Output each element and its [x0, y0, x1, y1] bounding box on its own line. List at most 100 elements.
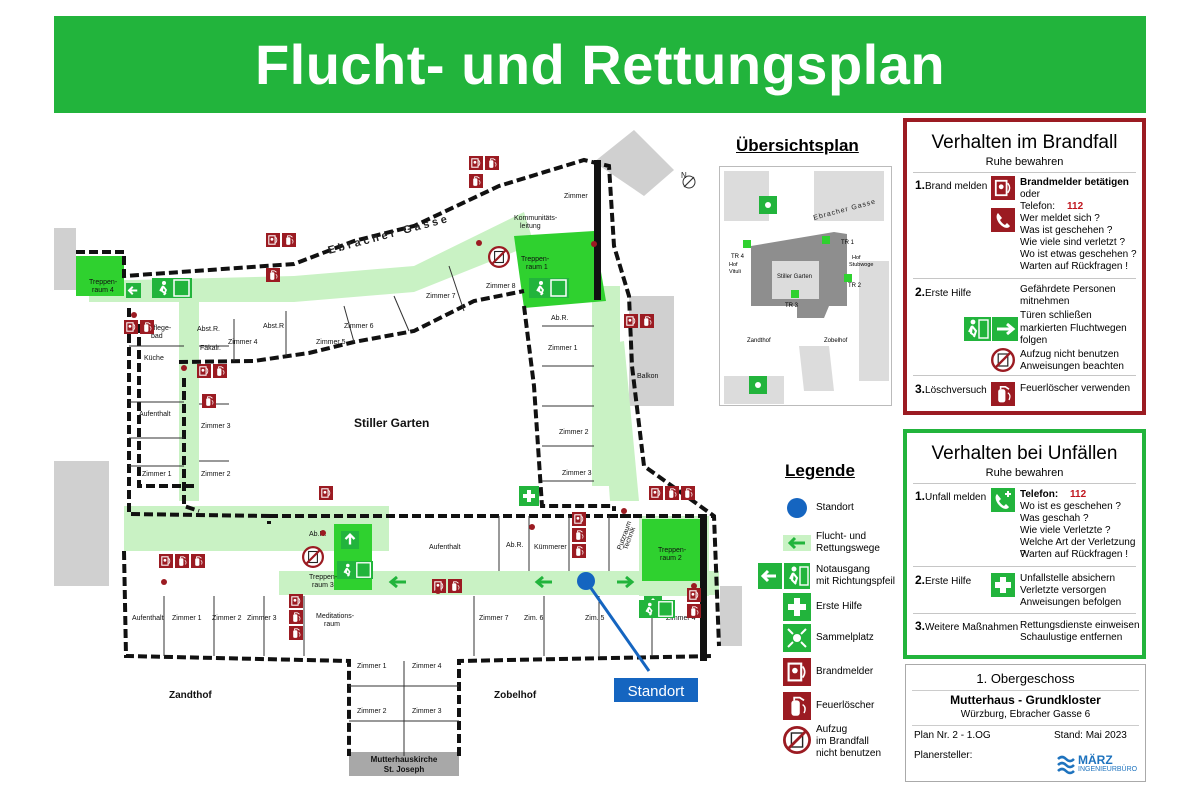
svg-text:N: N [681, 171, 687, 180]
accident-emergency-number: 112 [1070, 489, 1087, 500]
svg-text:Ab.R.: Ab.R. [309, 531, 327, 538]
overview-title: Übersichtsplan [736, 136, 859, 155]
fire-panel-subtitle: Ruhe bewahren [985, 156, 1064, 168]
fire-step-3: 3.Löschversuch [915, 382, 987, 396]
fire-step-2: 2.Erste Hilfe [915, 285, 972, 299]
accident-step-2: 2.Erste Hilfe [915, 573, 972, 587]
east-thick-wall [700, 516, 707, 661]
accident-behaviour-panel: Verhalten bei Unfällen Ruhe bewahren 1.U… [903, 429, 1146, 659]
svg-text:raum 1: raum 1 [526, 264, 548, 271]
svg-text:Treppen-: Treppen- [309, 574, 338, 581]
svg-text:Zimmer 8: Zimmer 8 [486, 283, 516, 290]
building-name: Mutterhaus - Grundkloster [950, 693, 1101, 707]
svg-text:Zimmer 3: Zimmer 3 [201, 423, 231, 430]
svg-text:Zimmer 3: Zimmer 3 [562, 470, 592, 477]
garden-label: Stiller Garten [354, 416, 429, 430]
svg-text:Treppen-: Treppen- [658, 547, 687, 554]
svg-text:Zimmer 4: Zimmer 4 [666, 615, 696, 622]
no-elevator-icon [991, 348, 1015, 372]
room-labels: Treppen- raum 4 Pflege- bad Abst.R. Abst… [89, 193, 696, 715]
room-treppenraum4: Treppen- [89, 279, 118, 286]
alarm-spots [131, 240, 697, 594]
svg-text:Zimmer 2: Zimmer 2 [201, 471, 231, 478]
plan-number: Plan Nr. 2 - 1.OG [914, 730, 991, 741]
svg-text:Aufenthalt: Aufenthalt [139, 411, 171, 418]
emergency-exit-icon [758, 563, 810, 589]
floor-label: 1. Obergeschoss [976, 671, 1075, 686]
svg-text:Küche: Küche [144, 355, 164, 362]
svg-text:Vituli: Vituli [729, 269, 741, 275]
zobelhof-label: Zobelhof [494, 690, 537, 701]
svg-text:Abst.R: Abst.R [263, 323, 284, 330]
accident-step-1: 1.Unfall melden [915, 489, 987, 503]
route-arrows [388, 575, 635, 589]
svg-text:Aufenthalt: Aufenthalt [429, 544, 461, 551]
svg-text:Zimmer 2: Zimmer 2 [212, 615, 242, 622]
svg-text:Fäkalr.: Fäkalr. [200, 345, 221, 352]
svg-text:Meditations-: Meditations- [316, 613, 355, 620]
address: Würzburg, Ebracher Gasse 6 [960, 709, 1091, 720]
plan-info-box: 1. Obergeschoss Mutterhaus - Grundkloste… [905, 664, 1146, 782]
svg-text:Zimmer 3: Zimmer 3 [412, 708, 442, 715]
svg-text:Zimmer 2: Zimmer 2 [559, 429, 589, 436]
fire-emergency-number: 112 [1067, 201, 1084, 212]
floor-plan-map: Treppen- raum 4 Pflege- bad Abst.R. Abst… [54, 130, 742, 776]
north-thick-wall [594, 160, 601, 300]
company-logo-icon [1057, 755, 1075, 775]
svg-text:Ab.R.: Ab.R. [506, 542, 524, 549]
svg-text:Zim. 6: Zim. 6 [524, 615, 544, 622]
svg-text:TR 4: TR 4 [731, 254, 745, 260]
standort-label: Standort [628, 683, 686, 700]
svg-text:Aufenthalt: Aufenthalt [132, 615, 164, 622]
fire-extinguisher-icon [783, 692, 811, 720]
legend-item-extinguisher: Feuerlöscher [758, 688, 903, 724]
svg-text:Zim. 5: Zim. 5 [585, 615, 605, 622]
interior-partitions [129, 265, 653, 756]
svg-text:Zimmer 4: Zimmer 4 [412, 663, 442, 670]
svg-text:Treppen-: Treppen- [521, 256, 550, 263]
first-aid-signs [519, 486, 539, 506]
fire-extinguisher-icon [991, 382, 1015, 406]
phone-icon [991, 208, 1015, 232]
company-logo-name: MÄRZ [1078, 753, 1113, 767]
church-label-line1: Mutterhauskirche [371, 755, 438, 764]
fire-behaviour-panel: Verhalten im Brandfall Ruhe bewahren 1.B… [903, 118, 1146, 415]
exit-sign-icon [964, 317, 1018, 341]
svg-text:Zimmer 3: Zimmer 3 [247, 615, 277, 622]
overview-map: Stiller Garten Ebracher Gasse TR 1 TR 2 … [719, 166, 892, 406]
svg-text:leitung: leitung [520, 223, 541, 230]
svg-text:Ab.R.: Ab.R. [551, 315, 569, 322]
fire-panel-title: Verhalten im Brandfall [931, 132, 1118, 153]
neighbour-buildings [54, 130, 742, 776]
svg-text:Zimmer 6: Zimmer 6 [344, 323, 374, 330]
plan-date: Stand: Mai 2023 [1054, 730, 1127, 741]
legend-item-first-aid: Erste Hilfe [758, 589, 903, 625]
accident-panel-title: Verhalten bei Unfällen [931, 443, 1118, 464]
svg-text:Stiller Garten: Stiller Garten [777, 274, 812, 280]
svg-text:Kommunitäts-: Kommunitäts- [514, 215, 558, 222]
escape-route-arrow-icon [783, 535, 811, 551]
planer-label: Planersteller: [914, 750, 973, 761]
zandthof-label: Zandthof [169, 690, 212, 701]
svg-text:TR 2: TR 2 [848, 283, 862, 289]
first-aid-icon [783, 593, 811, 621]
svg-text:Zimmer 5: Zimmer 5 [316, 339, 346, 346]
title-banner [54, 16, 1146, 113]
svg-text:Zimmer 7: Zimmer 7 [479, 615, 509, 622]
svg-text:raum 4: raum 4 [92, 287, 114, 294]
svg-text:Kümmerer: Kümmerer [534, 544, 567, 551]
assembly-point-icon [783, 624, 811, 652]
legend-item-fire-alarm: Brandmelder [758, 654, 903, 690]
church-label-line2: St. Joseph [384, 765, 425, 774]
fire-alarm-icon [783, 658, 811, 686]
fire-step-1: 1.Brand melden [915, 178, 988, 192]
standort-dot-icon [787, 498, 807, 518]
svg-text:Stubwoge: Stubwoge [849, 262, 873, 268]
fire-alarm-icon [991, 176, 1015, 200]
standort-pointer-line [584, 580, 651, 672]
svg-text:Zimmer 1: Zimmer 1 [142, 471, 172, 478]
svg-text:bad: bad [151, 333, 163, 340]
first-aid-icon [991, 573, 1015, 597]
